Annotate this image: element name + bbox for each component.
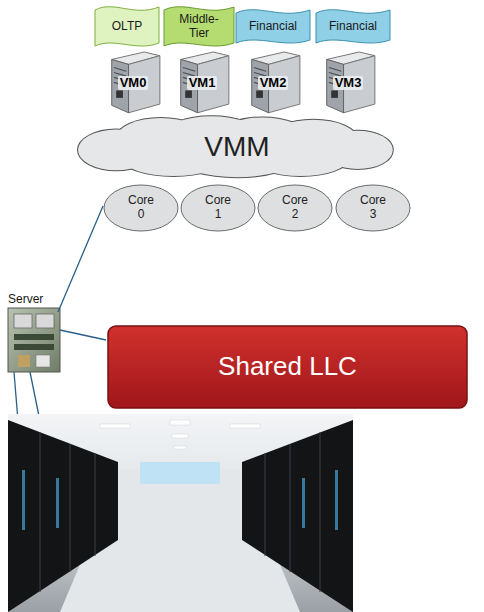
node-text: VMM xyxy=(204,131,269,163)
vmm-cloud: VMM xyxy=(78,118,396,176)
core-outline xyxy=(104,185,178,231)
cloud-outline xyxy=(78,116,393,177)
leader-line xyxy=(58,206,103,312)
leader-line xyxy=(30,372,40,421)
server-icon xyxy=(112,52,160,113)
server-icon xyxy=(327,52,375,113)
node-text: Middle-Tier xyxy=(174,13,224,41)
workload-flag: Financial xyxy=(236,8,310,46)
node-text: VM2 xyxy=(258,76,289,91)
node-text: VM1 xyxy=(187,76,218,91)
node-text: Financial xyxy=(329,20,377,34)
vm-server: VM2 xyxy=(245,52,301,114)
datacenter-photo xyxy=(8,414,353,612)
leader-lines xyxy=(14,206,106,421)
server-icon xyxy=(252,52,300,113)
flag-outline xyxy=(316,10,390,43)
workload-flag: Middle-Tier xyxy=(164,5,234,49)
cpu-core: Core 1 xyxy=(180,184,256,232)
workload-flag: Financial xyxy=(316,8,390,46)
flag-outline xyxy=(236,10,310,43)
node-text: VM3 xyxy=(333,76,364,91)
core-outline xyxy=(181,185,255,231)
shared-cache: Shared LLC xyxy=(107,325,468,409)
cpu-core: Core 2 xyxy=(257,184,333,232)
node-text: Core 3 xyxy=(357,194,389,222)
vm-server: VM0 xyxy=(105,52,161,114)
server-label: Server xyxy=(8,292,43,306)
cache-outline xyxy=(108,326,467,408)
flag-outline xyxy=(164,7,234,46)
node-text: Core 0 xyxy=(125,194,157,222)
cpu-core: Core 3 xyxy=(335,184,411,232)
leader-line xyxy=(60,330,106,340)
node-text: Core 2 xyxy=(279,194,311,222)
node-text: Core 1 xyxy=(202,194,234,222)
node-text: Financial xyxy=(249,20,297,34)
core-outline xyxy=(336,185,410,231)
node-text: Shared LLC xyxy=(218,352,357,382)
server-icon xyxy=(181,52,229,113)
node-text: VM0 xyxy=(118,76,149,91)
flag-outline xyxy=(95,7,159,46)
core-outline xyxy=(258,185,332,231)
vm-server: VM3 xyxy=(320,52,376,114)
workload-flag: OLTP xyxy=(95,5,159,49)
vm-server: VM1 xyxy=(174,52,230,114)
server-board xyxy=(8,308,60,372)
node-text: OLTP xyxy=(112,20,142,34)
leader-line xyxy=(14,372,18,421)
cpu-core: Core 0 xyxy=(103,184,179,232)
